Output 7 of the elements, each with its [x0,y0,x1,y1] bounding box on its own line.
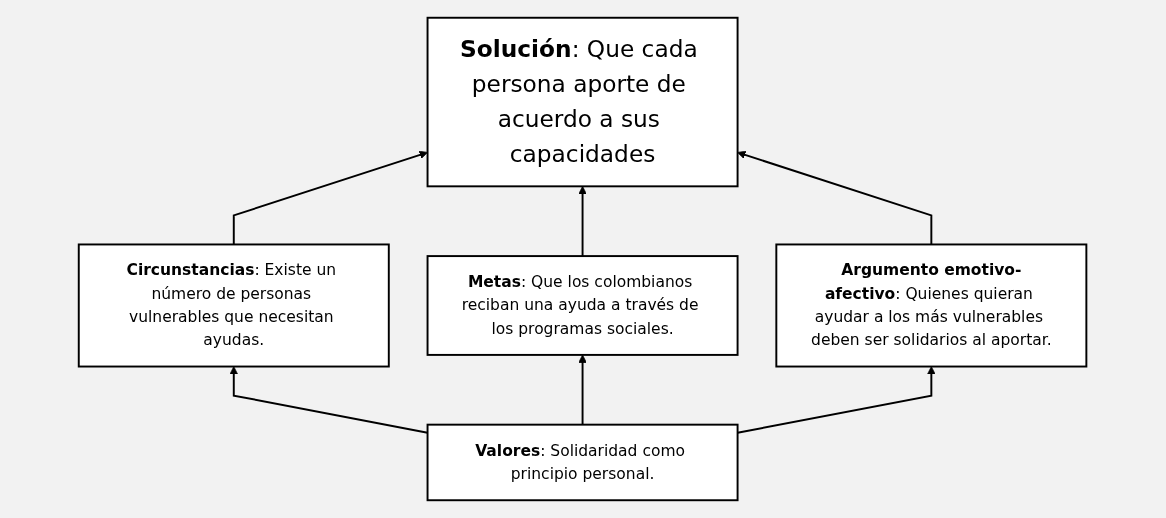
arrow [578,185,588,258]
node-box: Metas: Que los colombianos reciban una ayuda a través de los programas sociales. [427,255,739,356]
node-box: Argumento emotivo-afectivo: Quienes quieran ayudar a los más vulnerables deben ser solidarios al aportar. [775,243,1088,368]
node-box: Valores: Solidaridad como principio personal. [427,423,739,502]
node-box: Solución: Que cada persona aporte de acuerdo a sus capacidades [427,16,739,188]
node-box: Circunstancias: Existe un número de personas vulnerables que necesitan ayudas. [78,243,391,368]
arrow [578,354,588,426]
